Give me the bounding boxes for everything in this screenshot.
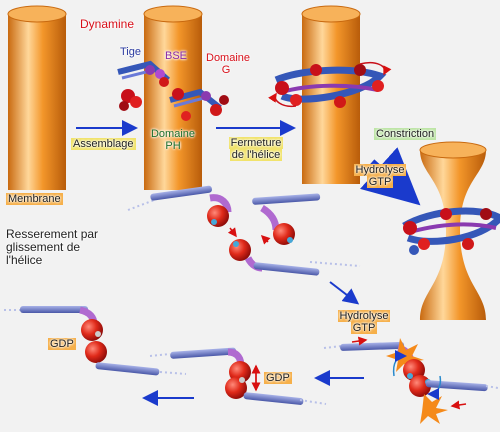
label-membrane: Membrane — [6, 193, 63, 205]
dynamin-cluster-1 — [117, 60, 170, 111]
dynamin-helix-open — [268, 62, 392, 108]
label-domaine-g: Domaine G — [206, 52, 251, 76]
label-hydrolyse-2-line1: Hydrolyse — [337, 310, 391, 322]
label-gdp-mid: GDP — [264, 372, 292, 384]
hydrolysis-state — [323, 336, 499, 424]
label-resserement-line1: Resserement par — [6, 227, 99, 241]
label-hydrolyse-2: Hydrolyse GTP — [334, 310, 394, 334]
label-dynamine: Dynamine — [80, 17, 135, 31]
label-hydrolyse-2-line2: GTP — [350, 322, 378, 334]
label-membrane-text: Membrane — [6, 193, 63, 205]
label-resserement: Resserement par glissement de l'hélice — [6, 228, 98, 267]
label-resserement-line2: glissement de — [6, 240, 81, 254]
label-gdp-left: GDP — [48, 338, 76, 350]
arrow-hydrolyse-2 — [329, 281, 360, 305]
label-constriction-text: Constriction — [374, 128, 437, 140]
label-assemblage: Assemblage — [71, 138, 136, 150]
label-bse: BSE — [165, 50, 188, 62]
label-hydrolyse-1: Hydrolyse GTP — [350, 164, 410, 188]
label-tige: Tige — [120, 46, 141, 58]
constricted-tube — [419, 141, 487, 320]
label-gdp-mid-text: GDP — [264, 372, 292, 384]
gdp-state-middle — [149, 347, 327, 405]
label-resserement-line3: l'hélice — [6, 253, 43, 267]
sliding-mechanism — [127, 185, 361, 276]
label-hydrolyse-1-line1: Hydrolyse — [353, 164, 407, 176]
gdp-state-left — [4, 306, 187, 376]
dynamin-cluster-2 — [169, 88, 229, 121]
label-domaine-ph-line1: Domaine — [150, 128, 196, 140]
label-fermeture-line1: Fermeture — [228, 137, 284, 149]
label-gdp-left-text: GDP — [48, 338, 76, 350]
label-domaine-g-line1: Domaine — [206, 52, 251, 64]
label-constriction: Constriction — [374, 128, 437, 140]
label-fermeture-line2: de l'hélice — [229, 149, 283, 161]
label-domaine-ph-line2: PH — [165, 140, 181, 152]
label-assemblage-text: Assemblage — [71, 138, 136, 150]
label-fermeture: Fermeture de l'hélice — [220, 137, 292, 161]
label-hydrolyse-1-line2: GTP — [366, 176, 394, 188]
label-domaine-ph: Domaine PH — [146, 128, 200, 152]
label-domaine-g-line2: G — [221, 64, 231, 76]
dynamin-helix-constricted — [402, 207, 500, 255]
membrane-tube-1 — [7, 5, 67, 190]
